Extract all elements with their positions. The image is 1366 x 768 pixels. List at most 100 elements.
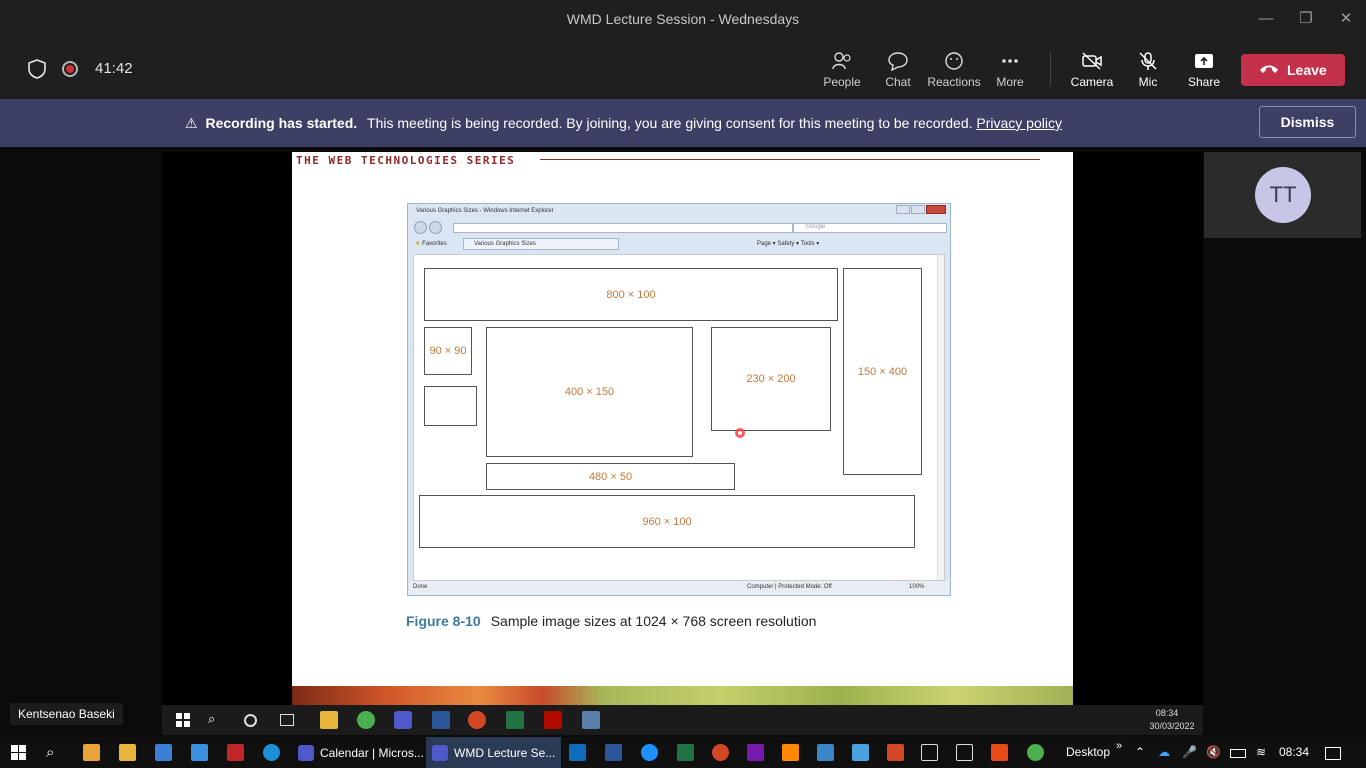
vlc-icon[interactable] [782,744,799,761]
meeting-timer: 41:42 [95,60,133,77]
task-view-icon [280,714,294,726]
access-icon[interactable] [227,744,244,761]
office-icon[interactable] [991,744,1008,761]
browser-minimize-icon [896,205,910,214]
close-icon[interactable]: ✕ [1339,10,1353,27]
browser-tab: Various Graphics Sizes [463,238,619,250]
warning-icon: ⚠ [185,115,198,131]
edge-icon[interactable] [263,744,280,761]
participant-tile[interactable]: TT [1204,152,1361,238]
reactions-label: Reactions [927,75,981,89]
shield-icon[interactable] [26,58,48,80]
figure-text: Sample image sizes at 1024 × 768 screen … [490,613,817,629]
taskbar-app-lecture-label: WMD Lecture Se... [454,745,556,760]
onenote-icon[interactable] [747,744,764,761]
onedrive-icon[interactable] [641,744,658,761]
taskbar-clock[interactable]: 08:34 [1279,745,1310,759]
minimize-icon[interactable]: — [1258,10,1274,27]
snipping-tool-icon[interactable] [852,744,869,761]
battery-icon[interactable] [1230,749,1246,758]
taskbar-app-calendar-label: Calendar | Micros... [320,745,424,760]
inner-clock-time: 08:34 [1155,708,1179,718]
status-done: Done [413,584,428,590]
browser-command-bar: Page ▾ Safety ▾ Tools ▾ [757,241,820,247]
camera-button[interactable]: Camera [1064,48,1120,92]
slide: THE WEB TECHNOLOGIES SERIES Various Grap… [292,152,1073,705]
word-icon[interactable] [605,744,622,761]
cloud-icon[interactable]: ☁ [1158,745,1170,759]
acrobat-icon [544,711,562,729]
pdf-app-icon[interactable] [887,744,904,761]
teams-icon [394,711,412,729]
word-icon [432,711,450,729]
browser-content: 800 × 100 90 × 90 400 × 150 230 × 200 15… [413,254,945,581]
image-box-480x50: 480 × 50 [486,463,735,490]
desktop-toolbar[interactable]: Desktop [1066,745,1111,759]
browser-close-icon [926,205,946,214]
taskbar-app-calendar[interactable]: Calendar | Micros... [292,737,430,768]
browser-window: Various Graphics Sizes - Windows Interne… [407,203,951,596]
wifi-icon[interactable]: ≋ [1256,745,1267,759]
media-player-icon[interactable] [83,744,100,761]
reactions-icon [945,52,963,70]
mail-icon[interactable] [191,744,208,761]
browser-favorites: ★ Favorites [415,240,447,247]
powerpoint-icon[interactable] [712,744,729,761]
browser-scrollbar [937,255,944,580]
start-icon[interactable] [10,744,27,761]
notifications-icon[interactable] [1325,747,1341,760]
search-icon[interactable]: ⌕ [46,744,55,761]
shared-screen: THE WEB TECHNOLOGIES SERIES Various Grap… [162,152,1203,705]
browser-back-icon [414,221,427,234]
meeting-toolbar: 41:42 People Chat Reactions More Camera … [0,38,1366,99]
image-box-960x100: 960 × 100 [419,495,915,548]
microphone-icon[interactable]: 🎤 [1182,745,1197,759]
star-icon: ★ [415,241,421,247]
speaker-muted-icon[interactable]: 🔇 [1206,745,1221,759]
more-button[interactable]: More [982,48,1038,92]
toolbar-overflow-icon[interactable]: » [1116,740,1123,752]
browser-title: Various Graphics Sizes - Windows Interne… [416,208,554,214]
slide-cover-art [292,686,1073,705]
reactions-button[interactable]: Reactions [926,48,982,92]
maximize-icon[interactable]: ❐ [1299,10,1313,27]
image-box-150x400: 150 × 400 [843,268,922,475]
browser-search-placeholder: Google [806,224,826,230]
chat-button[interactable]: Chat [870,48,926,92]
file-explorer-icon [320,711,338,729]
file-explorer-icon[interactable] [119,744,136,761]
dismiss-button[interactable]: Dismiss [1259,106,1356,138]
image-box-400x150: 400 × 150 [486,327,693,457]
show-hidden-icons-icon[interactable]: ⌃ [1135,745,1146,759]
outlook-icon[interactable] [569,744,586,761]
recording-banner: ⚠ Recording has started. This meeting is… [0,99,1366,147]
privacy-policy-link[interactable]: Privacy policy [976,115,1062,131]
calculator-icon [582,711,600,729]
search-icon: ⌕ [208,711,216,726]
share-button[interactable]: Share [1176,48,1232,92]
banner-message-row: ⚠ Recording has started. This meeting is… [185,115,1062,132]
taskbar-app-lecture[interactable]: WMD Lecture Se... [426,737,562,768]
window-title: WMD Lecture Session - Wednesdays [566,11,800,27]
excel-icon[interactable] [677,744,694,761]
chat-label: Chat [885,75,911,89]
banner-headline: Recording has started. [205,115,358,131]
package-icon[interactable] [921,744,938,761]
mic-button[interactable]: Mic [1120,48,1176,92]
people-label: People [823,75,861,89]
laser-pointer-icon [735,428,745,438]
photos-icon[interactable] [817,744,834,761]
chrome-icon[interactable] [1027,744,1044,761]
recording-icon [62,61,78,77]
windows-taskbar: ⌕ Calendar | Micros... WMD Lecture Se...… [0,737,1366,768]
store-icon[interactable] [155,744,172,761]
share-label: Share [1187,75,1221,89]
banner-message: This meeting is being recorded. By joini… [367,115,973,131]
mic-label: Mic [1138,75,1158,89]
teams-icon [298,744,314,761]
package-alt-icon[interactable] [956,744,973,761]
browser-maximize-icon [911,205,925,214]
people-button[interactable]: People [814,48,870,92]
presenter-name-tag: Kentsenao Baseki [10,703,123,725]
leave-button[interactable]: Leave [1241,54,1345,86]
